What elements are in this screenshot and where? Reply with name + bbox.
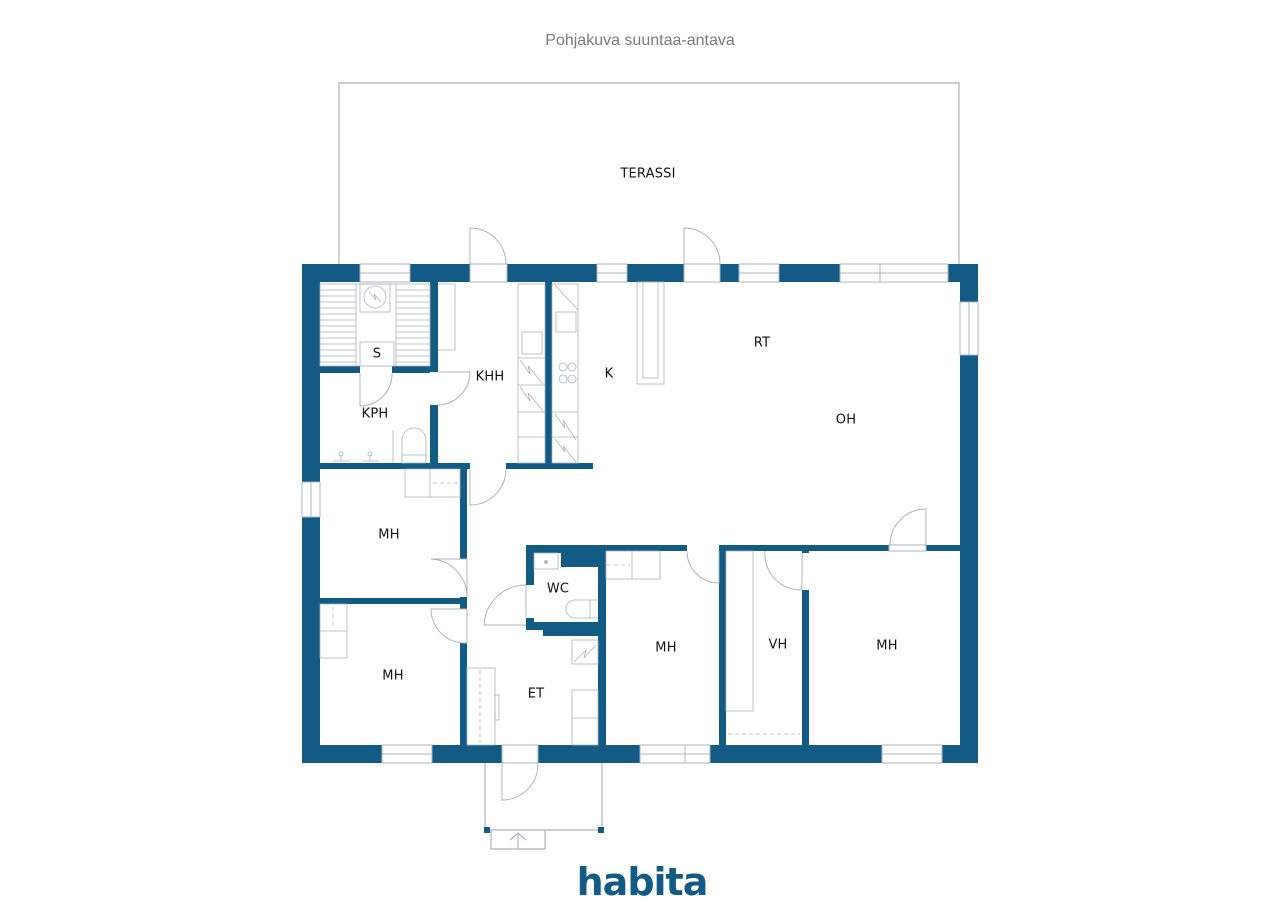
room-label-kph: KPH — [361, 406, 389, 422]
sauna-benches — [319, 283, 431, 367]
entrance-porch — [484, 763, 603, 850]
doors — [359, 227, 927, 801]
kitchen-counters — [551, 281, 665, 464]
room-label-et: ET — [527, 686, 545, 702]
room-label-vh: VH — [768, 637, 788, 653]
room-label-kitchen: K — [604, 366, 614, 382]
terrace-outline — [338, 82, 960, 265]
room-label-khh: KHH — [475, 369, 505, 385]
room-label-sauna: S — [372, 346, 382, 362]
room-label-mh-1: MH — [378, 527, 400, 543]
utility-cabinets — [438, 283, 546, 464]
windows — [301, 263, 979, 764]
room-label-wc: WC — [546, 581, 570, 597]
room-label-terassi: TERASSI — [620, 166, 676, 182]
room-label-mh-2: MH — [382, 668, 404, 684]
bathroom-fixtures — [333, 427, 427, 464]
habita-logo: habita — [576, 860, 709, 904]
wardrobes — [319, 468, 800, 746]
room-label-mh-3: MH — [655, 640, 677, 656]
room-label-oh: OH — [835, 412, 857, 428]
room-label-mh-4: MH — [876, 638, 898, 654]
room-label-rt: RT — [753, 335, 771, 351]
walls — [302, 264, 978, 763]
plan-title: Pohjakuva suuntaa-antava — [545, 32, 735, 49]
